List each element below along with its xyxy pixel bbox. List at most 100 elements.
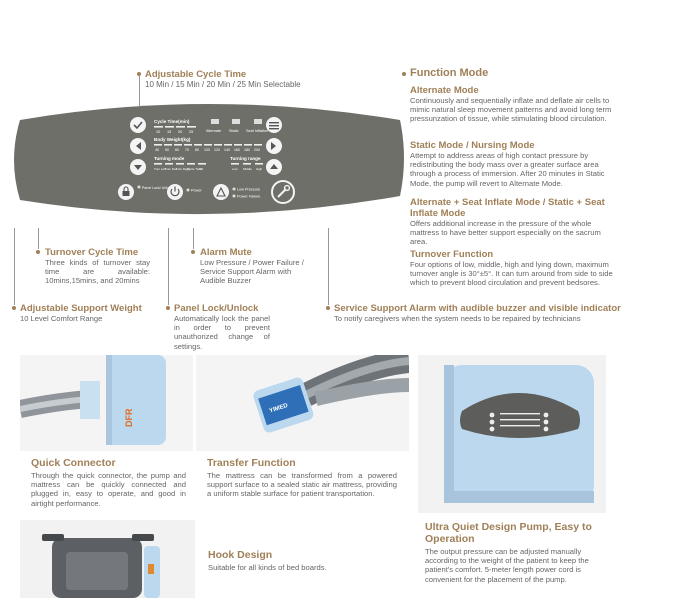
power-button[interactable] (167, 184, 183, 200)
quick-connector-text: Through the quick connector, the pump an… (31, 471, 186, 508)
quick-connector-title: Quick Connector (31, 457, 116, 469)
cycle-time-dot (137, 72, 141, 76)
service-alarm-dot (326, 306, 330, 310)
turnover-dot (36, 250, 40, 254)
quiet-callout: Ultra Quiet Design Pump, Easy to Operati… (425, 521, 605, 584)
leader-line (168, 228, 169, 305)
turnover-text: Three kinds of turnover stay time are av… (45, 258, 150, 286)
weight-value: 180 (244, 148, 250, 152)
right-arrow-button[interactable] (266, 138, 282, 154)
panel-lock-title: Panel Lock/Unlock (174, 303, 259, 314)
weight-value: 40 (155, 148, 159, 152)
function-mode-title: Function Mode (410, 67, 489, 79)
transfer-photo: YIMED (196, 355, 409, 451)
alternate-mode-title: Alternate Mode (410, 85, 479, 96)
alternate-icon (211, 119, 219, 124)
support-weight-dot (12, 306, 16, 310)
leader-line (14, 228, 15, 305)
panel-low-pressure-label: Low Pressure (237, 188, 260, 192)
weight-value: 70 (185, 148, 189, 152)
panel-lock-label: Panel Lock/ Unlock (142, 186, 173, 190)
static-icon (232, 119, 240, 124)
panel-turning-mode-label: Turning mode (154, 156, 185, 161)
turning-mode-value: Turn Right (176, 167, 190, 171)
support-weight-callout: Adjustable Support Weight 10 Level Comfo… (20, 303, 160, 323)
function-mode-dot (402, 72, 406, 76)
hook-callout: Hook Design Suitable for all kinds of be… (208, 549, 398, 572)
service-alarm-callout: Service Support Alarm with audible buzze… (334, 303, 624, 323)
panel-mode-label: Static (229, 129, 239, 133)
quick-connector-brand: DFR (124, 408, 134, 427)
panel-cycle-value: 20 (178, 130, 182, 134)
panel-lock-text: Automatically lock the panel in order to… (174, 314, 270, 351)
turnover-function-title: Turnover Function (410, 249, 494, 260)
left-arrow-button[interactable] (130, 138, 146, 154)
cycle-time-title: Adjustable Cycle Time (145, 69, 247, 80)
service-alarm-title: Service Support Alarm with audible buzze… (334, 303, 621, 314)
support-weight-text: 10 Level Comfort Range (20, 314, 103, 323)
quiet-title: Ultra Quiet Design Pump, Easy to Operati… (425, 521, 592, 545)
alarm-mute-button[interactable] (213, 184, 229, 200)
weight-value: 60 (175, 148, 179, 152)
static-mode-title: Static Mode / Nursing Mode (410, 140, 535, 151)
turning-range-value: Middle (243, 167, 252, 171)
hook-photo (20, 520, 195, 598)
quick-connector-callout: Quick Connector Through the quick connec… (31, 457, 186, 508)
turning-mode-value: Cycle Time (187, 167, 202, 171)
weight-value: 160 (234, 148, 240, 152)
transfer-brand: YIMED (269, 403, 290, 415)
quiet-text: The output pressure can be adjusted manu… (425, 547, 589, 584)
weight-value: 80 (195, 148, 199, 152)
support-weight-title: Adjustable Support Weight (20, 303, 142, 314)
weight-value: 50 (165, 148, 169, 152)
function-mode-item: Turnover Function Four options of low, m… (410, 249, 616, 288)
weight-value: 120 (214, 148, 220, 152)
panel-cycle-value: 25 (189, 130, 193, 134)
alarm-mute-title: Alarm Mute (200, 247, 252, 258)
service-wrench-button[interactable] (271, 180, 295, 204)
down-arrow-button[interactable] (130, 159, 146, 175)
quick-connector-photo: DFR (20, 355, 193, 451)
turnover-callout: Turnover Cycle Time Three kinds of turno… (45, 247, 150, 286)
menu-button[interactable] (266, 117, 282, 133)
transfer-callout: Transfer Function The mattress can be tr… (207, 457, 397, 499)
turning-mode-value: Turn Nat (165, 167, 177, 171)
function-mode-item: Static Mode / Nursing Mode Attempt to ad… (410, 140, 616, 188)
panel-turning-range-label: Turning range (230, 156, 261, 161)
service-alarm-text: To notify caregivers when the system nee… (334, 314, 581, 323)
seat-inflate-mode-text: Offers additional increase in the pressu… (410, 219, 601, 247)
leader-line (193, 228, 194, 249)
turning-mode-value: Off (199, 167, 203, 171)
cycle-time-text: 10 Min / 15 Min / 20 Min / 25 Min Select… (145, 80, 301, 89)
panel-mode-label: Alternate (206, 129, 221, 133)
panel-power-label: Power (191, 189, 202, 193)
panel-lock-callout: Panel Lock/Unlock Automatically lock the… (174, 303, 270, 351)
leader-line (328, 228, 329, 305)
panel-mode-label: Seat Inflation (246, 129, 268, 133)
alternate-mode-text: Continuously and sequentially inflate an… (410, 96, 612, 124)
panel-cycle-value: 10 (156, 130, 160, 134)
cycle-time-leader (139, 76, 140, 106)
hook-text: Suitable for all kinds of bed boards. (208, 563, 327, 572)
turning-mode-value: Turn Left (154, 167, 166, 171)
weight-value: 200 (254, 148, 260, 152)
seat-inflation-icon (254, 119, 262, 124)
turnover-function-text: Four options of low, middle, high and ly… (410, 260, 613, 288)
hook-title: Hook Design (208, 549, 273, 561)
panel-lock-dot (166, 306, 170, 310)
weight-value: 100 (204, 148, 210, 152)
lock-button[interactable] (118, 184, 134, 200)
transfer-title: Transfer Function (207, 457, 296, 469)
weight-value: 140 (224, 148, 230, 152)
static-mode-text: Attempt to address areas of high contact… (410, 151, 605, 188)
control-panel: Cycle Time(min) 10 15 20 25 Alternate St… (14, 104, 404, 215)
alarm-mute-dot (191, 250, 195, 254)
pump-photo (418, 355, 606, 513)
up-arrow-button[interactable] (266, 159, 282, 175)
turning-range-value: High (256, 167, 263, 171)
panel-weight-label: Body Weight(kg) (154, 137, 191, 142)
transfer-text: The mattress can be transformed from a p… (207, 471, 397, 499)
panel-cycle-label: Cycle Time(min) (154, 119, 190, 124)
check-button[interactable] (130, 117, 146, 133)
alarm-mute-text: Low Pressure / Power Failure / Service S… (200, 258, 304, 286)
